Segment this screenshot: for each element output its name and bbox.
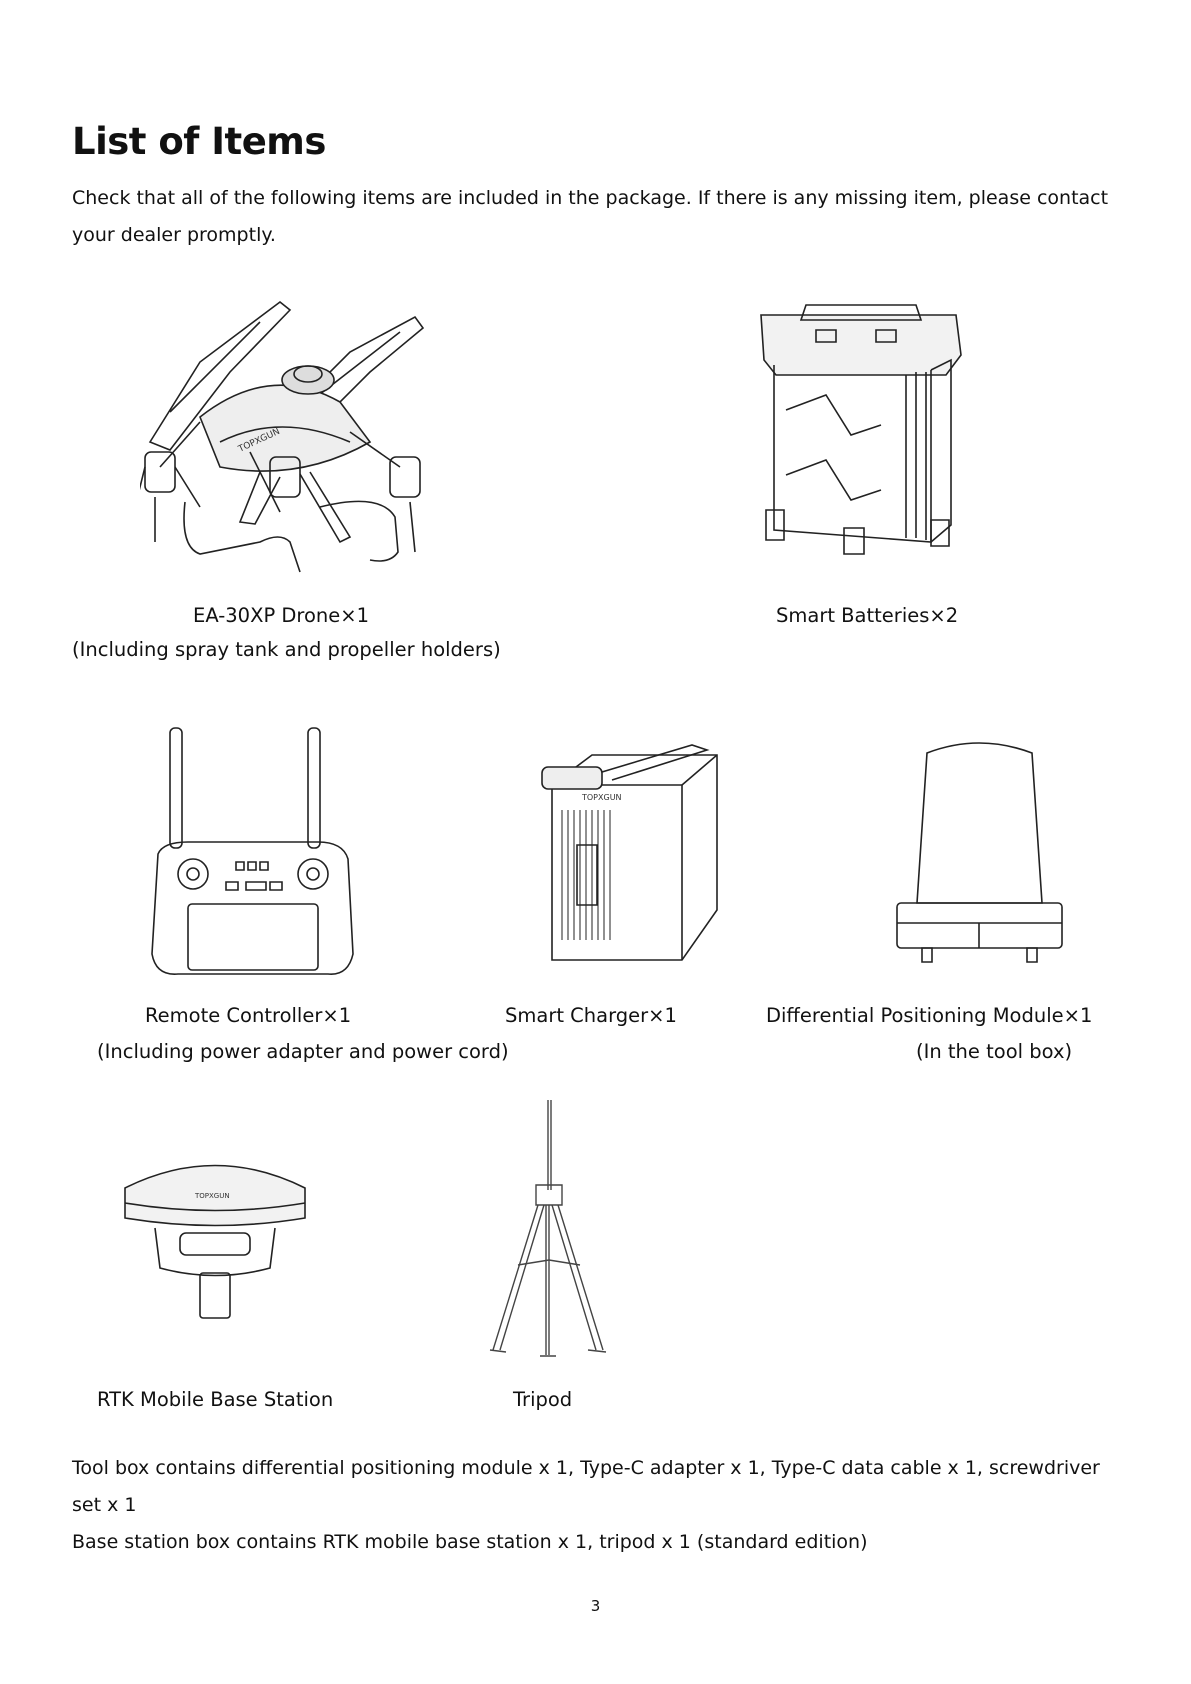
charger-caption: Smart Charger×1 (505, 1004, 677, 1027)
drone-illustration: TOPXGUN (140, 292, 440, 574)
charger-illustration: TOPXGUN (532, 740, 732, 965)
battery-illustration (756, 300, 966, 562)
rtk-brand-text: TOPXGUN (194, 1192, 230, 1200)
rtk-caption: RTK Mobile Base Station (97, 1388, 334, 1411)
tripod-caption: Tripod (513, 1388, 573, 1411)
differential-module-illustration (892, 738, 1067, 968)
rtk-station-illustration: TOPXGUN (120, 1158, 310, 1323)
charger-note: (Including power adapter and power cord) (97, 1040, 509, 1063)
intro-paragraph: Check that all of the following items ar… (72, 187, 1109, 246)
remote-caption: Remote Controller×1 (145, 1004, 352, 1027)
charger-brand-text: TOPXGUN (581, 793, 622, 802)
drone-caption: EA-30XP Drone×1 (193, 604, 370, 627)
basebox-contents: Base station box contains RTK mobile bas… (72, 1531, 868, 1553)
remote-controller-illustration (148, 724, 358, 984)
drone-note: (Including spray tank and propeller hold… (72, 638, 501, 661)
batteries-caption: Smart Batteries×2 (776, 604, 959, 627)
diff-module-note: (In the tool box) (916, 1040, 1073, 1063)
page-number: 3 (590, 1597, 601, 1615)
diff-module-caption: Differential Positioning Module×1 (766, 1004, 1093, 1027)
toolbox-contents: Tool box contains differential positioni… (72, 1457, 1100, 1516)
tripod-illustration (488, 1100, 608, 1370)
page-title: List of Items (72, 120, 326, 163)
